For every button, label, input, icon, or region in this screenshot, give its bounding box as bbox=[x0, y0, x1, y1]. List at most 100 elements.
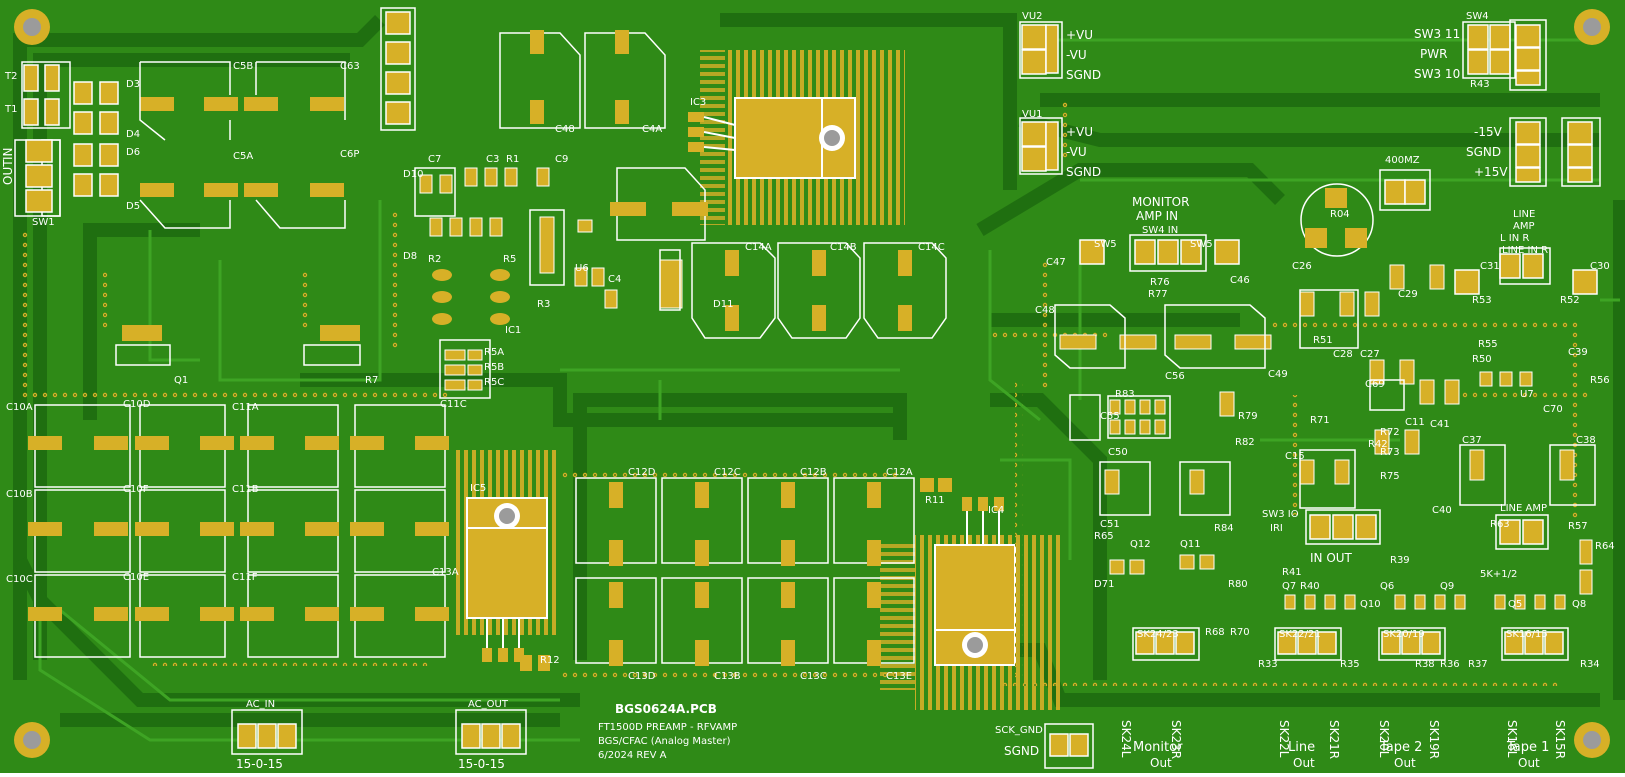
header-connectors bbox=[25, 24, 1598, 757]
ref-r64: R64 bbox=[1595, 541, 1615, 552]
ref-c13d: C13D bbox=[628, 671, 656, 682]
vu2-pin-2: -VU bbox=[1066, 48, 1087, 62]
ref-r40: R40 bbox=[1300, 581, 1320, 592]
silk-ic1 bbox=[414, 167, 681, 399]
ref-c4: C4 bbox=[608, 274, 622, 285]
ref-r12: R12 bbox=[540, 655, 560, 666]
ref-c4a: C4A bbox=[642, 124, 663, 135]
out-tape2-header: SK20/19 bbox=[1383, 629, 1425, 640]
ref-c7: C7 bbox=[428, 154, 442, 165]
ref-d71: D71 bbox=[1094, 579, 1115, 590]
ref-r79: R79 bbox=[1238, 411, 1258, 422]
ref-r43: R43 bbox=[1470, 79, 1490, 90]
ref-r65: R65 bbox=[1094, 531, 1114, 542]
label-iri: IRI bbox=[1270, 523, 1283, 534]
out-tape2-right: SK19R bbox=[1427, 720, 1441, 760]
ref-c38: C38 bbox=[1576, 435, 1596, 446]
ref-d6: D6 bbox=[126, 147, 141, 158]
ref-q10: Q10 bbox=[1360, 599, 1381, 610]
ref-c10c: C10C bbox=[6, 574, 33, 585]
ref-d5: D5 bbox=[126, 201, 141, 212]
ref-q7: Q7 bbox=[1282, 581, 1297, 592]
ref-r37: R37 bbox=[1468, 659, 1488, 670]
ref-c11-right: C11 bbox=[1405, 417, 1425, 428]
out-monitor-left: SK24L bbox=[1119, 720, 1133, 758]
ref-u6: U6 bbox=[575, 263, 589, 274]
ref-r55: R55 bbox=[1478, 339, 1498, 350]
ref-c69: C69 bbox=[1365, 379, 1385, 390]
ref-c12a: C12A bbox=[886, 467, 913, 478]
out-line-right: SK21R bbox=[1327, 720, 1341, 760]
pads-c12-c13 bbox=[520, 478, 952, 671]
ref-r33: R33 bbox=[1258, 659, 1278, 670]
pads-pot bbox=[1305, 188, 1367, 248]
ref-c11a: C11A bbox=[232, 402, 259, 413]
title-line-1: FT1500D PREAMP - RFVAMP bbox=[598, 722, 738, 733]
vu2-pin-1: +VU bbox=[1066, 28, 1094, 42]
line-amp-title: LINE bbox=[1513, 209, 1536, 220]
ref-u7: U7 bbox=[1520, 389, 1534, 400]
mounting-holes bbox=[14, 9, 1610, 758]
ref-ic5: IC5 bbox=[470, 483, 487, 494]
ref-c10f: C10F bbox=[123, 484, 149, 495]
ref-r50: R50 bbox=[1472, 354, 1492, 365]
ref-c5a: C5A bbox=[233, 151, 254, 162]
ac-in-value: 15-0-15 bbox=[236, 757, 283, 771]
out-line-sub: Out bbox=[1293, 756, 1315, 770]
ref-r5: R5 bbox=[503, 254, 517, 265]
ref-d11: D11 bbox=[713, 299, 734, 310]
label-in-out: IN OUT bbox=[1310, 551, 1352, 565]
silk-analog-section bbox=[1054, 289, 1596, 516]
ref-ic4: IC4 bbox=[988, 505, 1005, 516]
ref-c40: C40 bbox=[1432, 505, 1452, 516]
ref-c55: C55 bbox=[1100, 411, 1120, 422]
ref-c26: C26 bbox=[1292, 261, 1312, 272]
board-name: BGS0624A.PCB bbox=[615, 702, 717, 716]
via-rows bbox=[20, 100, 1590, 686]
line-amp-subtitle: AMP bbox=[1513, 221, 1535, 232]
ref-c12c: C12C bbox=[714, 467, 741, 478]
ref-c48-right: C48 bbox=[1035, 305, 1055, 316]
ref-q6: Q6 bbox=[1380, 581, 1395, 592]
ref-c15: C15 bbox=[1285, 451, 1305, 462]
label-r77: R77 bbox=[1148, 289, 1168, 300]
ref-q1: Q1 bbox=[174, 375, 189, 386]
ref-r5b: R5B bbox=[484, 362, 505, 373]
ref-c28: C28 bbox=[1333, 349, 1353, 360]
ref-r36: R36 bbox=[1440, 659, 1460, 670]
ref-c10b: C10B bbox=[6, 489, 33, 500]
ref-c13a: C13A bbox=[432, 567, 459, 578]
ref-r04: R04 bbox=[1330, 209, 1350, 220]
ref-c39: C39 bbox=[1568, 347, 1588, 358]
pads-ic1-pins bbox=[432, 269, 510, 325]
line-amp-channels: L IN R bbox=[1500, 233, 1530, 244]
ref-c31: C31 bbox=[1480, 261, 1500, 272]
ref-c12d: C12D bbox=[628, 467, 656, 478]
ref-c30: C30 bbox=[1590, 261, 1610, 272]
out-monitor-header: SK24/23 bbox=[1137, 629, 1179, 640]
ref-r56: R56 bbox=[1590, 375, 1610, 386]
ref-d4: D4 bbox=[126, 129, 141, 140]
ref-t2: T2 bbox=[5, 71, 18, 82]
ref-d3: D3 bbox=[126, 79, 141, 90]
out-tape2-sub: Out bbox=[1394, 756, 1416, 770]
ref-t1: T1 bbox=[5, 104, 18, 115]
sck-gnd-label: SCK_GND bbox=[995, 725, 1043, 736]
ref-r57: R57 bbox=[1568, 521, 1588, 532]
out-monitor-sub: Out bbox=[1150, 756, 1172, 770]
ref-r71: R71 bbox=[1310, 415, 1330, 426]
ref-r84: R84 bbox=[1214, 523, 1234, 534]
ref-r5a: R5A bbox=[484, 347, 505, 358]
label-sw3-io: SW3 IO bbox=[1262, 509, 1299, 520]
ref-q12: Q12 bbox=[1130, 539, 1151, 550]
ref-r35: R35 bbox=[1340, 659, 1360, 670]
pwr-sw3-11: SW3 11 bbox=[1414, 27, 1461, 41]
ref-r42: R42 bbox=[1368, 439, 1388, 450]
ref-r80: R80 bbox=[1228, 579, 1248, 590]
ref-c46: C46 bbox=[1230, 275, 1250, 286]
label-sw5: SW5 bbox=[1094, 239, 1117, 250]
ref-r63: R63 bbox=[1490, 519, 1510, 530]
label-vcc-sw: 5K+1/2 bbox=[1480, 569, 1518, 580]
vu1-label: VU1 bbox=[1022, 109, 1043, 120]
